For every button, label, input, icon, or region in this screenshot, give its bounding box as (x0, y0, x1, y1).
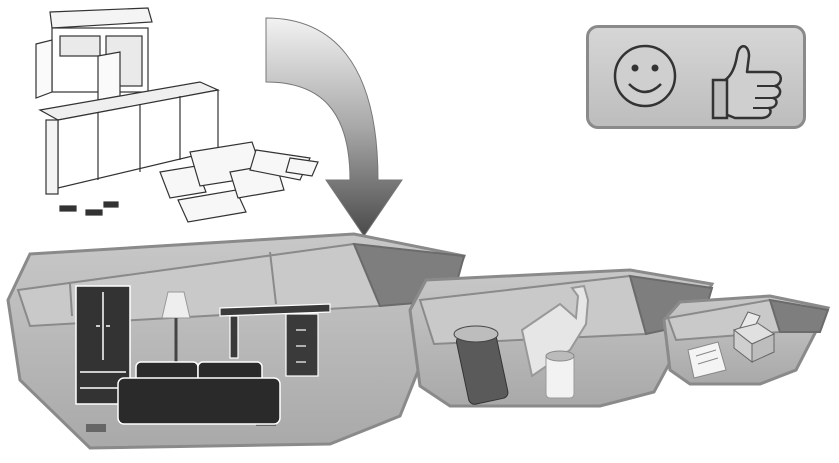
skip-large (6, 232, 467, 450)
tin-can-icon (453, 325, 509, 405)
sofa-icon (117, 361, 281, 425)
curved-arrow-down-icon (265, 17, 403, 237)
flat-pack-furniture-icon (35, 7, 319, 223)
smiley-icon (613, 44, 677, 108)
cardboard-box-icon (732, 311, 776, 364)
paper-icon (687, 341, 727, 379)
desk-icon (219, 303, 331, 377)
thumbs-up-icon (711, 45, 782, 120)
drink-can-icon (545, 350, 575, 399)
wardrobe-icon (75, 285, 131, 405)
approval-badge (586, 25, 806, 129)
skip-small (662, 294, 831, 386)
